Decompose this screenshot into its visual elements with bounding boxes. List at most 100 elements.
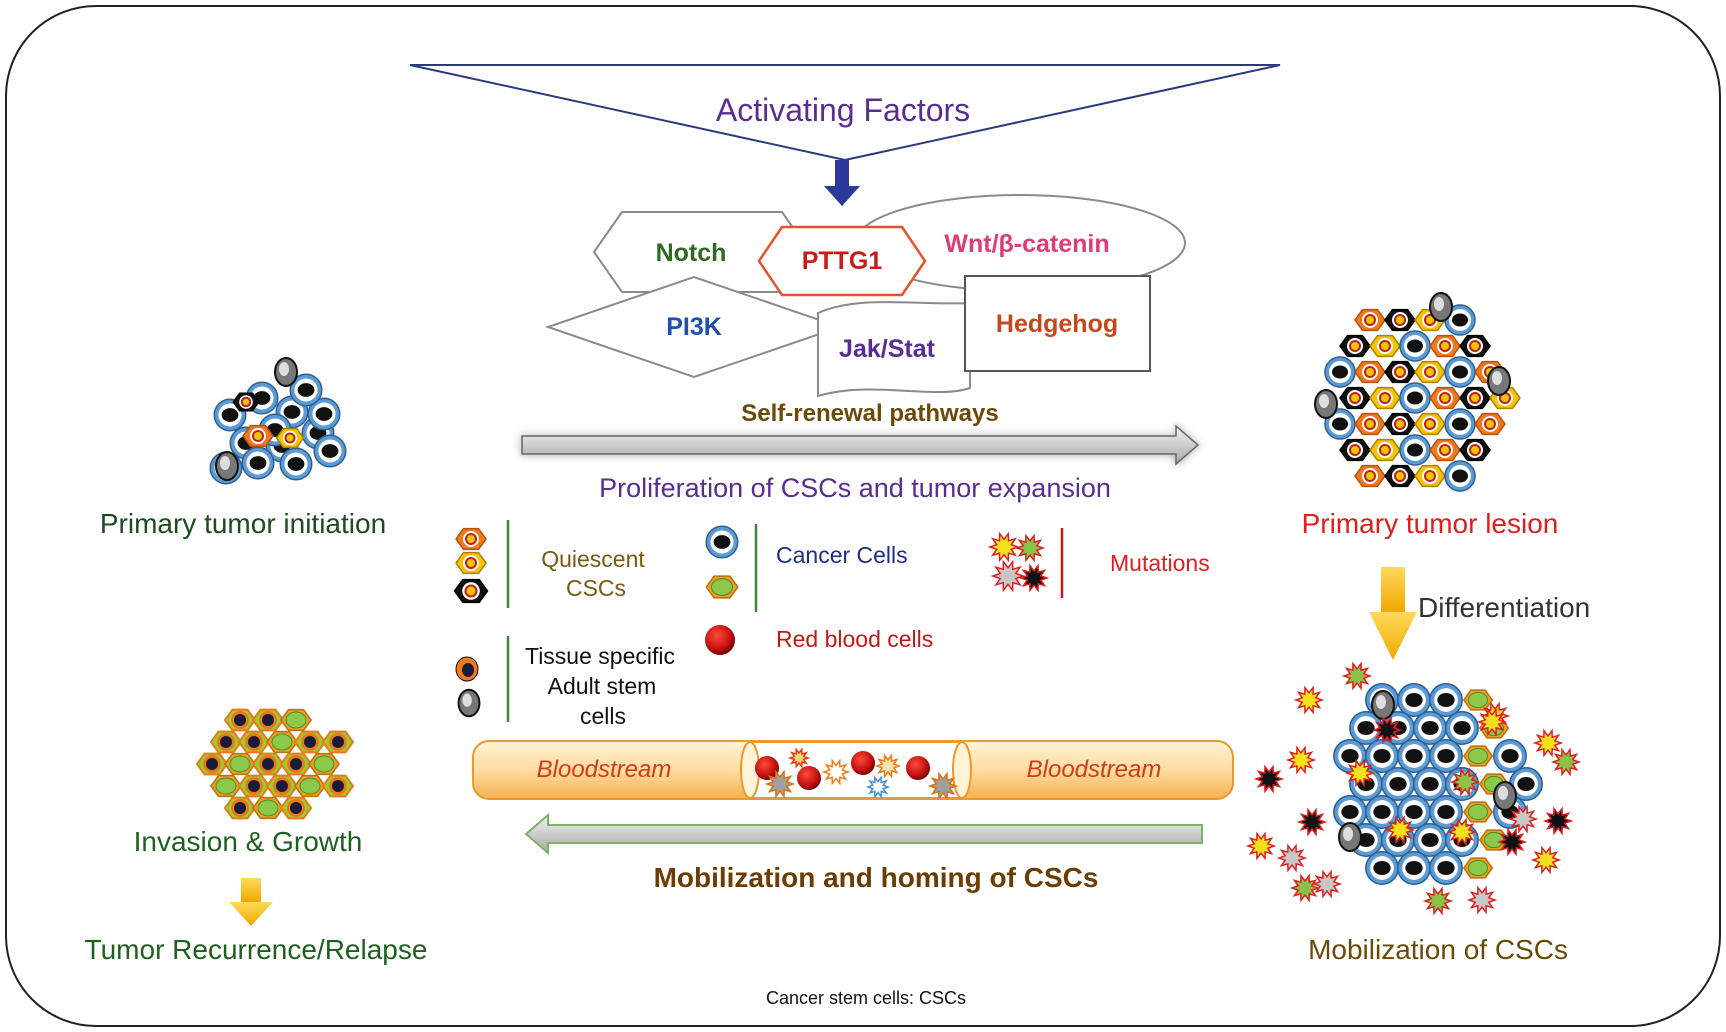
cancer-cell: [1365, 851, 1399, 885]
invading-cell: [251, 708, 285, 732]
quiescent-csc-icon: [453, 527, 489, 604]
proliferation-arrow: [521, 424, 1200, 466]
green-cancer-cell: [252, 796, 284, 820]
mutation-burst: [1384, 815, 1416, 845]
invading-cell: [195, 752, 229, 776]
mobilization-homing-label: Mobilization and homing of CSCs: [654, 862, 1099, 893]
cancer-cell: [241, 446, 275, 480]
cancer-cell: [1445, 711, 1479, 745]
cancer-cell: [1444, 460, 1476, 492]
pi3k-label: PI3K: [666, 313, 722, 341]
differentiation-label: Differentiation: [1418, 592, 1590, 623]
invading-cell: [237, 730, 271, 754]
adult-stem-cell: [1314, 389, 1338, 419]
mutation-burst: [1476, 707, 1508, 737]
adult-stem-cell: [457, 688, 481, 718]
invading-cell: [293, 730, 327, 754]
primary-lesion-cluster: [1314, 292, 1521, 492]
invading-cell: [279, 752, 313, 776]
cancer-cell: [289, 373, 323, 407]
csc-cell: [1384, 308, 1416, 332]
mutations-label: Mutations: [1110, 550, 1210, 576]
csc-cell: [1354, 412, 1386, 436]
csc-cell: [1459, 386, 1491, 410]
activating-funnel: [409, 64, 1281, 162]
csc-cell: [1369, 334, 1401, 358]
cancer-cell: [705, 525, 739, 559]
invading-cell: [251, 752, 285, 776]
csc-cell: [1354, 464, 1386, 488]
mutation-burst: [987, 531, 1021, 563]
mutation-burst: [990, 559, 1026, 593]
adult-stem-orange: [455, 656, 479, 682]
cancer-cell: [307, 397, 341, 431]
self-renewal-label: Self-renewal pathways: [741, 400, 998, 427]
mutation-burst: [927, 771, 959, 801]
green-cancer-cell: [224, 752, 256, 776]
mutation-burst: [1371, 715, 1403, 745]
green-cancer-cell: [705, 575, 739, 599]
csc-cell: [1414, 412, 1446, 436]
legend: Quiescent CSCs Cancer Cells Mutations Re…: [453, 520, 1210, 729]
pttg1-label: PTTG1: [802, 247, 883, 275]
bloodstream-left-label: Bloodstream: [537, 756, 672, 783]
adult-stem-cell: [1493, 781, 1517, 811]
csc-cell: [1339, 386, 1371, 410]
invading-cell: [265, 774, 299, 798]
quiescent-label-1: Quiescent: [541, 546, 645, 572]
green-cancer-cell: [210, 774, 242, 798]
cancer-cell: [1381, 767, 1415, 801]
mobilization-cluster: [1245, 661, 1582, 916]
invading-cell: [237, 774, 271, 798]
csc-cell: [1414, 360, 1446, 384]
adult-stem-cell-icon: [455, 656, 481, 718]
mutation-burst: [1550, 747, 1582, 777]
cancer-cell: [1444, 356, 1476, 388]
csc-cell: [1369, 438, 1401, 462]
csc-cell: [453, 578, 489, 604]
mutation-burst: [1289, 873, 1321, 903]
green-cancer-cell: [308, 752, 340, 776]
differentiation-arrow: [1369, 567, 1417, 660]
green-cancer-cell: [1462, 857, 1494, 879]
mutation-burst: [1344, 758, 1376, 788]
activating-factors-label: Activating Factors: [716, 92, 970, 128]
invading-cell: [223, 708, 257, 732]
mutation-burst: [1296, 807, 1328, 837]
mutation-burst: [1293, 685, 1325, 715]
red-blood-cells-label: Red blood cells: [776, 626, 933, 652]
csc-cell: [455, 551, 487, 575]
cancer-cell: [1493, 739, 1527, 773]
csc-cell: [1429, 386, 1461, 410]
primary-initiation-cluster: [209, 357, 347, 485]
cancer-cell: [1333, 795, 1367, 829]
notch-label: Notch: [656, 239, 727, 267]
csc-cell: [1429, 334, 1461, 358]
adult-stem-cell: [215, 451, 239, 481]
mutation-burst: [1507, 804, 1539, 834]
cancer-cell: [1429, 683, 1463, 717]
red-blood-cell: [755, 756, 779, 780]
csc-cell: [1459, 334, 1491, 358]
mutation-burst: [1449, 767, 1481, 797]
cancer-cell: [1413, 823, 1447, 857]
cancer-cell: [1397, 683, 1431, 717]
csc-cell: [1354, 308, 1386, 332]
bloodstream-vessel: [472, 740, 1234, 801]
mutation-burst: [787, 747, 811, 769]
csc-cell: [1459, 438, 1491, 462]
csc-cell: [1369, 386, 1401, 410]
proliferation-label: Proliferation of CSCs and tumor expansio…: [599, 473, 1111, 503]
green-cancer-cell: [1462, 801, 1494, 823]
green-cancer-cell: [1462, 689, 1494, 711]
csc-cell: [455, 527, 487, 551]
mutation-burst: [1285, 745, 1317, 775]
hedgehog-label: Hedgehog: [996, 310, 1118, 338]
quiescent-label-2: CSCs: [566, 575, 626, 601]
csc-cell: [1414, 464, 1446, 488]
mobilization-arrow: [524, 812, 1203, 856]
adult-stem-cell: [1429, 292, 1453, 322]
red-blood-cell-icon: [705, 625, 735, 655]
cancer-cell: [1399, 330, 1431, 362]
